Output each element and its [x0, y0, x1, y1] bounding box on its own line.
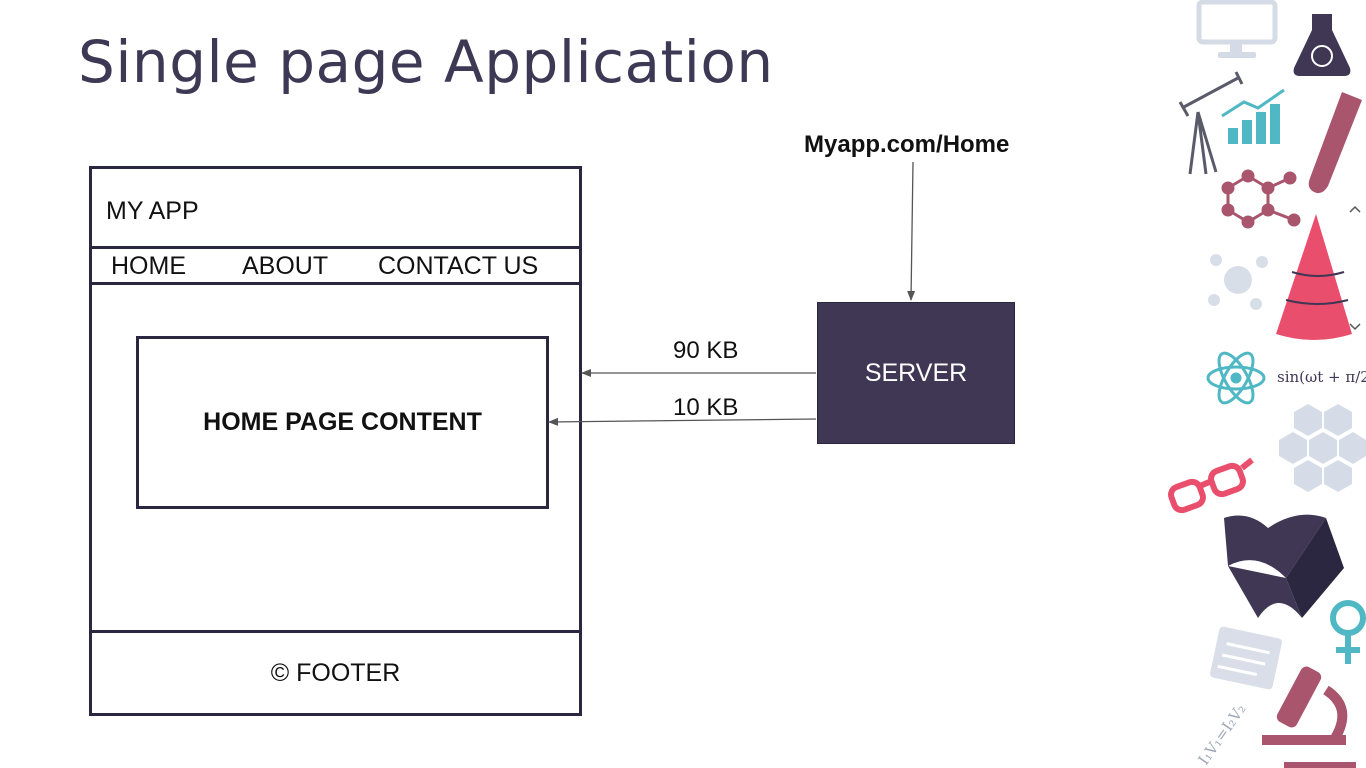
monitor-icon	[1196, 0, 1278, 58]
molecule-icon	[1221, 169, 1301, 229]
atom-icon	[1208, 254, 1268, 310]
notepad-icon	[1210, 626, 1282, 690]
female-symbol-icon	[1330, 600, 1366, 664]
hexagon-pattern-icon	[1279, 404, 1366, 492]
app-wireframe: MY APP HOME ABOUT CONTACT US HOME PAGE C…	[89, 166, 582, 716]
atom-icon	[1206, 351, 1266, 405]
response-arrow-10kb	[548, 417, 817, 426]
chevron-down-icon	[1349, 323, 1361, 331]
chevron-up-icon	[1349, 205, 1361, 213]
response-label-10kb: 10 KB	[673, 394, 739, 421]
formula-text: sin(ωt + π/2)	[1277, 368, 1366, 386]
page-title: Single page Application	[78, 28, 774, 96]
flask-icon	[1293, 14, 1351, 76]
response-label-90kb: 90 KB	[673, 337, 739, 364]
nav-item-about: ABOUT	[242, 252, 329, 280]
microscope-icon	[1262, 666, 1356, 768]
nav-item-home: HOME	[111, 252, 186, 280]
growth-chart-icon	[1221, 88, 1285, 144]
test-tube-icon	[1308, 92, 1362, 194]
request-url: Myapp.com/Home	[804, 131, 1010, 158]
footer-label: © FOOTER	[270, 658, 401, 687]
app-nav: HOME ABOUT CONTACT US	[92, 249, 579, 285]
equation-text: I₁V₁=I₂V₂	[1195, 701, 1250, 768]
server-label: SERVER	[864, 358, 968, 387]
telescope-icon	[1178, 71, 1244, 175]
home-page-content-box: HOME PAGE CONTENT	[136, 336, 549, 509]
content-label: HOME PAGE CONTENT	[203, 408, 482, 436]
server-box: SERVER	[817, 302, 1015, 444]
request-arrow	[907, 161, 916, 301]
nav-item-contact: CONTACT US	[378, 252, 539, 280]
book-icon	[1224, 514, 1344, 618]
cone-icon	[1276, 214, 1352, 340]
app-header-label: MY APP	[106, 197, 199, 225]
app-header: MY APP	[92, 169, 579, 249]
glasses-icon	[1168, 457, 1254, 514]
app-footer: © FOOTER	[92, 630, 579, 713]
